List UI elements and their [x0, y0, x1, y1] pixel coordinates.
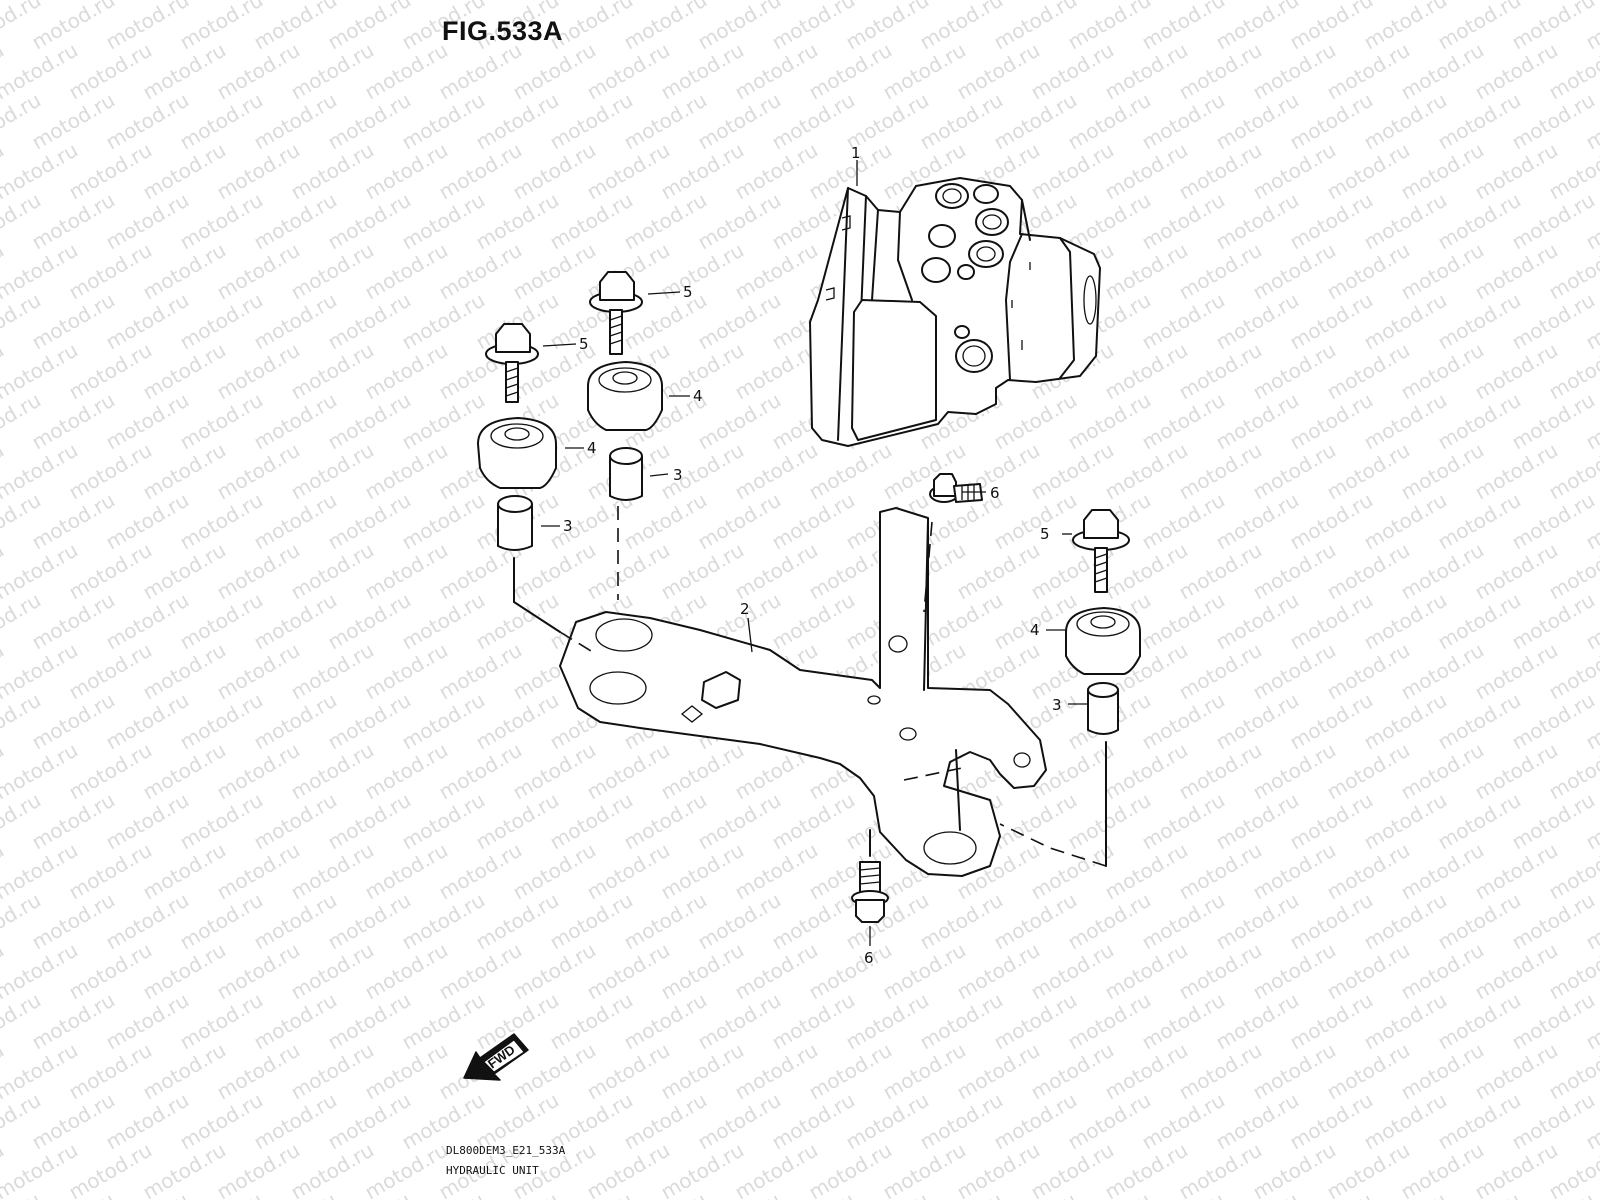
callout-6: 6: [864, 949, 874, 967]
bracket-part: [559, 507, 1047, 877]
cushion-part: [477, 417, 557, 489]
callout-5: 5: [683, 283, 693, 301]
collar-part: [1087, 682, 1119, 735]
callout-2: 2: [740, 600, 750, 618]
figure-title: FIG.533A: [442, 16, 564, 46]
callout-4: 4: [587, 439, 597, 457]
bolt-part: [851, 861, 889, 923]
callout-3: 3: [673, 466, 683, 484]
figure-caption: HYDRAULIC UNIT: [446, 1164, 539, 1177]
callout-1: 1: [851, 144, 861, 162]
cushion-part: [1065, 607, 1141, 675]
callout-5: 5: [1040, 525, 1050, 543]
bolt-part: [589, 271, 643, 355]
bolt-part: [485, 323, 539, 403]
collar-part: [609, 447, 643, 501]
drawing-code: DL800DEM3_E21_533A: [446, 1144, 566, 1157]
collar-part: [497, 495, 533, 551]
callout-4: 4: [1030, 621, 1040, 639]
fwd-arrow-icon: FWD: [463, 1033, 529, 1081]
callout-4: 4: [693, 387, 703, 405]
cushion-part: [587, 361, 663, 431]
bolt-part: [1072, 509, 1130, 593]
assembly-lines: [513, 506, 1107, 867]
callout-3: 3: [1052, 696, 1062, 714]
callout-5: 5: [579, 335, 589, 353]
callout-3: 3: [563, 517, 573, 535]
callout-6: 6: [990, 484, 1000, 502]
leader-lines: [541, 160, 1088, 946]
bolt-part: [929, 473, 983, 503]
figure-footer: DL800DEM3_E21_533A HYDRAULIC UNIT: [446, 1141, 565, 1181]
hydraulic-unit-part: [809, 177, 1101, 447]
